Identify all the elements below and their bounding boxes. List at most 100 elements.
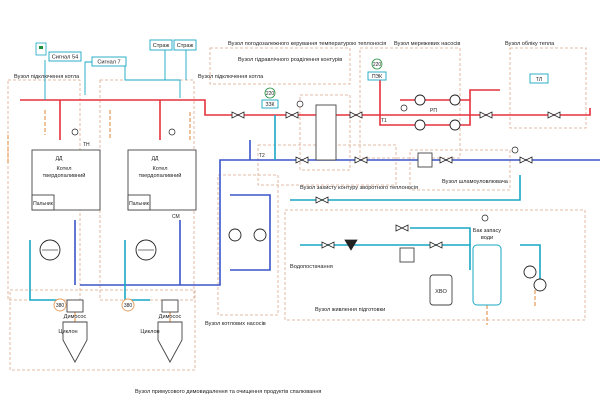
water-supply-label: Водопостачання <box>290 264 333 270</box>
exhauster-2 <box>161 299 179 313</box>
boiler-2-title-line2: твердопаливний <box>139 172 182 179</box>
cyclone-1 <box>62 321 88 363</box>
network-pump-3 <box>414 119 426 131</box>
boiler-1-title-line1: Котел <box>57 166 72 172</box>
valve-group-makeup <box>315 196 443 251</box>
zone-label-boiler-connection-right: Вузол підключення котла <box>198 74 264 80</box>
valve-group-supply <box>231 111 561 119</box>
signal7-box <box>91 56 127 67</box>
boiler-pump-2 <box>253 228 267 242</box>
boiler-2-firebox-label: Пальник <box>129 201 149 207</box>
gauge-boiler1 <box>71 128 79 136</box>
zone-label-return-protection: Вузол захисту контуру зворотного теплоно… <box>300 185 418 191</box>
gauge-tank <box>481 214 489 222</box>
valve-9 <box>519 156 533 164</box>
exhauster-2-label: Димосос <box>159 314 182 320</box>
zone-label-makeup: Вузол живлення підготовки <box>315 307 385 313</box>
smoke-380b-circle <box>121 298 135 312</box>
pump-220b-label: 220 <box>373 62 382 68</box>
valve-3 <box>349 111 363 119</box>
gauge-return <box>511 146 519 154</box>
network-pump-1 <box>414 94 426 106</box>
zone-heat-metering-border <box>509 47 587 129</box>
valve-6 <box>295 156 309 164</box>
boiler-2-tag-top: ДД <box>152 156 159 162</box>
zone-label-boiler-connection-left: Вузол підключення котла <box>14 74 80 80</box>
cyclone-1-label: Циклон <box>58 329 77 335</box>
pump-220b-circle <box>371 58 383 70</box>
zone-label-hydraulic-separation: Вузол гідравлічного розділення контурів <box>238 57 342 63</box>
network-pump-4 <box>449 119 461 131</box>
tl-box <box>529 73 549 84</box>
tl-label: ТЛ <box>536 77 542 83</box>
zone-boiler-pumps-border <box>217 174 279 316</box>
valve-group-return <box>295 156 533 164</box>
xvo-label: ХВО <box>435 289 447 295</box>
gauge-boiler2 <box>168 128 176 136</box>
boiler-1-title-line2: твердопаливний <box>43 172 86 179</box>
guard-label-2: Страж <box>177 43 194 49</box>
exhauster-1 <box>66 299 84 313</box>
t2-label: Т2 <box>259 153 265 159</box>
boiler-2-firebox <box>127 194 151 211</box>
wire-signal7-left <box>84 61 100 95</box>
makeup-pump-2 <box>533 278 547 292</box>
zone-weather-control-border <box>209 47 351 85</box>
sludge-catcher <box>417 152 433 168</box>
valve-12 <box>395 224 409 232</box>
smoke-380b-label: 380 <box>124 303 133 309</box>
pek-box <box>367 71 387 81</box>
exhauster-1-label: Димосос <box>64 314 87 320</box>
cyclone-2 <box>157 321 183 363</box>
gauge-separator <box>296 100 304 108</box>
valve-1 <box>231 111 245 119</box>
zzk-label: ЗЗК <box>266 102 275 108</box>
boiler-2-tag-side: СМ <box>172 214 180 220</box>
phone-screen-icon <box>39 46 43 49</box>
wire-signal7-right <box>124 66 181 98</box>
supply-network-loop <box>379 80 500 126</box>
t1-label: Т1 <box>381 118 387 124</box>
signal7-label: Сигнал 7 <box>97 60 120 66</box>
zone-smoke-exhaust-border <box>9 289 196 371</box>
check-valve <box>344 239 358 251</box>
smoke-380a-circle <box>53 298 67 312</box>
return-main-line <box>80 159 600 286</box>
boiler-1-firebox <box>31 194 55 211</box>
network-pump-2 <box>449 94 461 106</box>
zone-makeup-border <box>284 209 586 321</box>
valve-5 <box>547 111 561 119</box>
boiler-2-title-line1: Котел <box>153 166 168 172</box>
zone-label-network-pumps: Вузол мережевих насосів <box>394 41 460 47</box>
valve-13 <box>429 241 443 249</box>
valve-4 <box>479 111 493 119</box>
valve-11 <box>321 241 335 249</box>
signal54-label: Сигнал 54 <box>52 55 78 61</box>
hydraulic-separator <box>315 104 337 161</box>
zone-label-heat-metering: Вузол обліку тепла <box>505 41 555 47</box>
guard-label-1: Страж <box>153 43 170 49</box>
boiler-1-firebox-label: Пальник <box>33 201 53 207</box>
cyclone-2-label: Циклон <box>140 329 159 335</box>
supply-main-line <box>20 99 591 116</box>
pump-220a-circle <box>264 87 276 99</box>
guard-box-1 <box>149 39 173 51</box>
boiler-1-tag-top: ДД <box>56 156 63 162</box>
gauge-network <box>400 104 408 112</box>
xvo-unit <box>429 274 453 306</box>
zone-hydraulic-separation-border <box>299 94 351 171</box>
reserve-tank <box>472 244 502 306</box>
makeup-bypass <box>410 227 471 245</box>
makeup-top-line <box>290 175 521 201</box>
valve-8 <box>439 156 453 164</box>
smoke-380a-label: 380 <box>56 303 65 309</box>
valve-10 <box>315 196 329 204</box>
zone-sludge-border <box>409 149 511 191</box>
boiler-pumps-loop <box>230 194 271 271</box>
valve-7 <box>354 156 368 164</box>
pek-label: ПЭК <box>372 74 382 80</box>
reserve-tank-line1: Бак запасу <box>473 228 501 234</box>
zzk-box <box>261 99 279 109</box>
valve-2 <box>285 111 299 119</box>
